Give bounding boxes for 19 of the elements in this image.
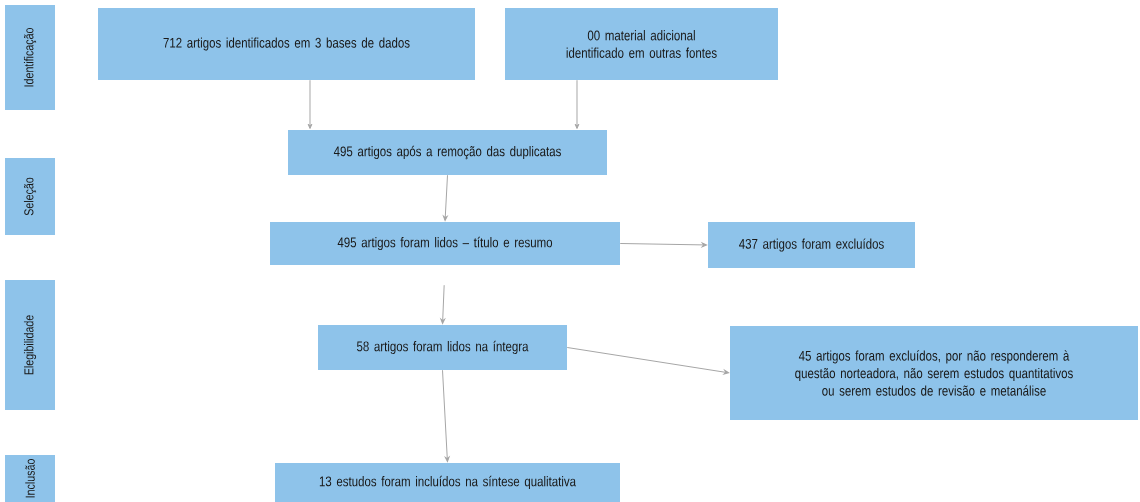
arrow (442, 174, 448, 222)
stage-bar: Identificação (5, 5, 55, 110)
process-box: 13 estudos foram incluídos na síntese qualitativa (275, 463, 620, 502)
arrow (440, 284, 446, 325)
stage-bar: Inclusão (5, 455, 55, 502)
arrow (442, 369, 450, 462)
stage-bar: Seleção (5, 158, 55, 235)
arrow (566, 347, 730, 375)
process-box: 495 artigos após a remoção das duplicatas (288, 130, 607, 175)
stage-bar: Elegibilidade (5, 280, 55, 410)
process-box: 58 artigos foram lidos na íntegra (318, 325, 567, 370)
process-box: 45 artigos foram excluídos, por não responderem à questão norteadora, não serem estudos quantitativos ou serem estudos de revisão e metanálise (730, 326, 1138, 420)
process-box: 712 artigos identificados em 3 bases de dados (98, 8, 475, 80)
process-box: 495 artigos foram lidos – título e resumo (270, 222, 620, 265)
arrow (574, 79, 580, 129)
arrow (307, 79, 313, 129)
process-box: 437 artigos foram excluídos (708, 222, 915, 268)
arrow (619, 242, 708, 248)
process-box: 00 material adicional identificado em outras fontes (505, 8, 778, 80)
